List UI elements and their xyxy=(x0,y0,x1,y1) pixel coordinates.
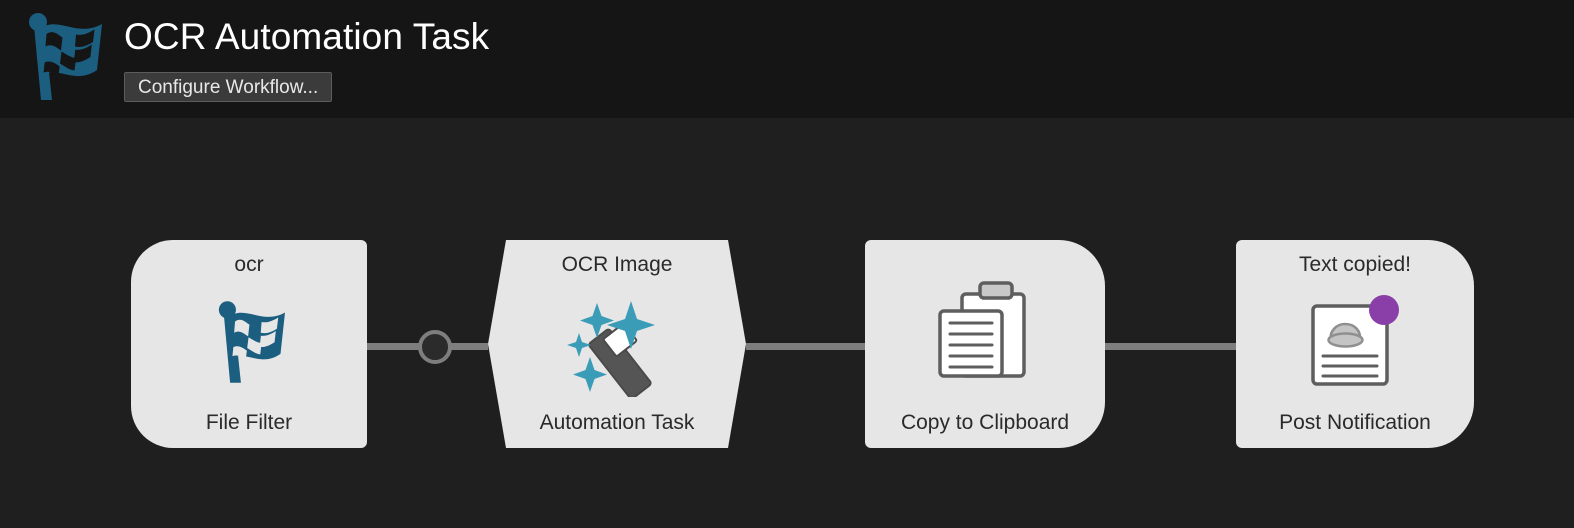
notification-document-icon xyxy=(1303,278,1407,410)
connector-copy-to-clipboard-to-post-notification xyxy=(1105,343,1236,350)
workflow-canvas: ocr File Filter OCR Image xyxy=(0,118,1574,528)
workflow-node-copy-to-clipboard[interactable]: Copy to Clipboard xyxy=(865,240,1105,448)
node-title: Text copied! xyxy=(1298,253,1412,276)
connector-dot[interactable] xyxy=(418,330,452,364)
node-title: OCR Image xyxy=(561,253,673,276)
workflow-node-automation-task[interactable]: OCR Image Automation Task xyxy=(488,240,746,448)
configure-workflow-label: Configure Workflow... xyxy=(138,76,319,98)
checkered-flag-icon xyxy=(204,278,294,410)
clipboard-icon xyxy=(928,252,1042,410)
checkered-flag-icon xyxy=(14,8,114,108)
workflow-node-post-notification[interactable]: Text copied! Post Notification xyxy=(1236,240,1474,448)
node-caption: Automation Task xyxy=(539,411,695,434)
node-title: ocr xyxy=(234,253,264,276)
configure-workflow-button[interactable]: Configure Workflow... xyxy=(124,72,333,102)
page-title: OCR Automation Task xyxy=(124,16,490,57)
node-caption: Post Notification xyxy=(1279,411,1431,434)
magic-wand-sparkles-icon xyxy=(559,278,675,410)
node-caption: File Filter xyxy=(205,411,293,434)
connector-automation-task-to-copy-to-clipboard xyxy=(746,343,865,350)
node-caption: Copy to Clipboard xyxy=(900,411,1070,434)
workflow-node-file-filter[interactable]: ocr File Filter xyxy=(131,240,367,448)
app-header: OCR Automation Task Configure Workflow..… xyxy=(0,0,1574,118)
